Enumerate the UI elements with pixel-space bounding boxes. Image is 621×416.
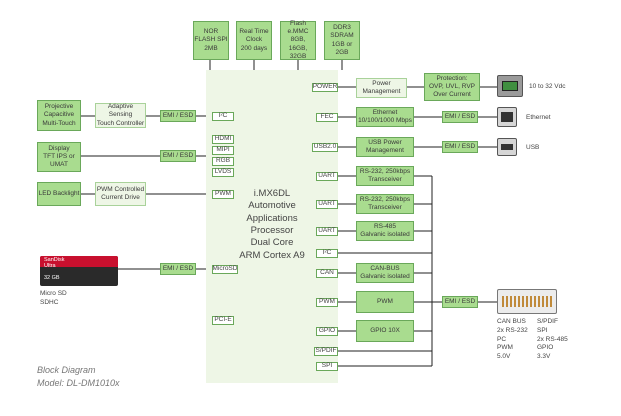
emi-esd-ethernet: EMI / ESD — [442, 111, 478, 123]
port-i2c-left: I²C — [212, 112, 234, 121]
sd-size-label: 32 GB — [44, 275, 60, 281]
ethernet-block: Ethernet 10/100/1000 Mbps — [356, 107, 414, 127]
led-backlight-block: LED Backlight — [37, 182, 81, 206]
caption-title: Block Diagram — [37, 365, 96, 375]
usb-label: USB — [526, 144, 540, 151]
port-lvds: LVDS — [212, 168, 234, 177]
port-usb: USB2.0 — [312, 143, 338, 152]
usb-power-block: USB Power Management — [356, 137, 414, 157]
port-hdmi: HDMI — [212, 135, 234, 144]
display-block: Display TFT IPS or UMAT — [37, 142, 81, 172]
emi-esd-microsd: EMI / ESD — [160, 263, 196, 275]
port-rgb: RGB — [212, 157, 234, 166]
port-fec: FEC — [316, 113, 338, 122]
emi-esd-display: EMI / ESD — [160, 150, 196, 162]
canbus-block: CAN-BUS Galvanic isolated — [356, 263, 414, 283]
io-column-2-label: S/PDIF SPI 2x RS-485 GPIO 3.3V — [537, 318, 568, 361]
touch-controller-block: Adaptive Sensing Touch Controller — [95, 103, 146, 128]
port-microsd: MicroSD — [212, 265, 238, 274]
port-gpio: GPIO — [316, 327, 338, 336]
port-uart-3: UART — [316, 227, 338, 236]
pwm-current-drive-block: PWM Controlled Current Drive — [95, 182, 146, 206]
rtc-block: Real Time Clock 200 days — [236, 21, 272, 60]
port-pwm-right: PWM — [316, 298, 338, 307]
port-pcie: PCI-E — [212, 316, 234, 325]
cpu-title: i.MX6DL Automotive Applications Processo… — [239, 188, 305, 261]
power-connector-icon — [497, 75, 523, 97]
microsd-card-icon: SanDisk Ultra 32 GB — [40, 256, 118, 286]
multi-io-connector-icon — [497, 289, 557, 314]
rs485-block: RS-485 Galvanic isolated — [356, 221, 414, 241]
pwm-block: PWM — [356, 291, 414, 313]
emi-esd-bus: EMI / ESD — [442, 296, 478, 308]
port-mipi: MIPI — [212, 146, 234, 155]
emmc-block: Flash e.MMC 8GB, 16GB, 32GB — [280, 20, 316, 60]
caption-model: Model: DL-DM1010x — [37, 378, 120, 388]
port-can: CAN — [316, 269, 338, 278]
port-i2c-right: I²C — [316, 249, 338, 258]
port-pwm-left: PWM — [212, 190, 234, 199]
protection-block: Protection: OVP, UVL, RVP Over Current — [424, 73, 480, 101]
emi-esd-usb: EMI / ESD — [442, 141, 478, 153]
rs232-transceiver-2: RS-232, 250kbps Transceiver — [356, 194, 414, 214]
power-input-label: 10 to 32 Vdc — [529, 83, 566, 90]
usb-connector-icon — [497, 138, 517, 156]
nor-flash-block: NOR FLASH SPI 2MB — [193, 21, 229, 60]
port-spdif: S/PDIF — [314, 347, 338, 356]
port-uart-1: UART — [316, 172, 338, 181]
io-column-1-label: CAN BUS 2x RS-232 PC PWM 5.0V — [497, 318, 528, 361]
port-power: POWER — [312, 83, 338, 92]
emi-esd-touch: EMI / ESD — [160, 110, 196, 122]
sd-brand-label: SanDisk Ultra — [44, 257, 65, 270]
gpio-block: GPIO 10X — [356, 320, 414, 342]
ddr3-block: DDR3 SDRAM 1GB or 2GB — [324, 21, 360, 60]
rs232-transceiver-1: RS-232, 250kbps Transceiver — [356, 166, 414, 186]
ethernet-connector-icon — [497, 107, 517, 127]
power-management-block: Power Management — [356, 78, 407, 98]
ethernet-label: Ethernet — [526, 114, 551, 121]
touch-panel-block: Projective Capacitive Multi-Touch — [37, 100, 81, 131]
port-spi: SPI — [316, 362, 338, 371]
microsd-label: Micro SD SDHC — [40, 290, 67, 306]
port-uart-2: UART — [316, 200, 338, 209]
